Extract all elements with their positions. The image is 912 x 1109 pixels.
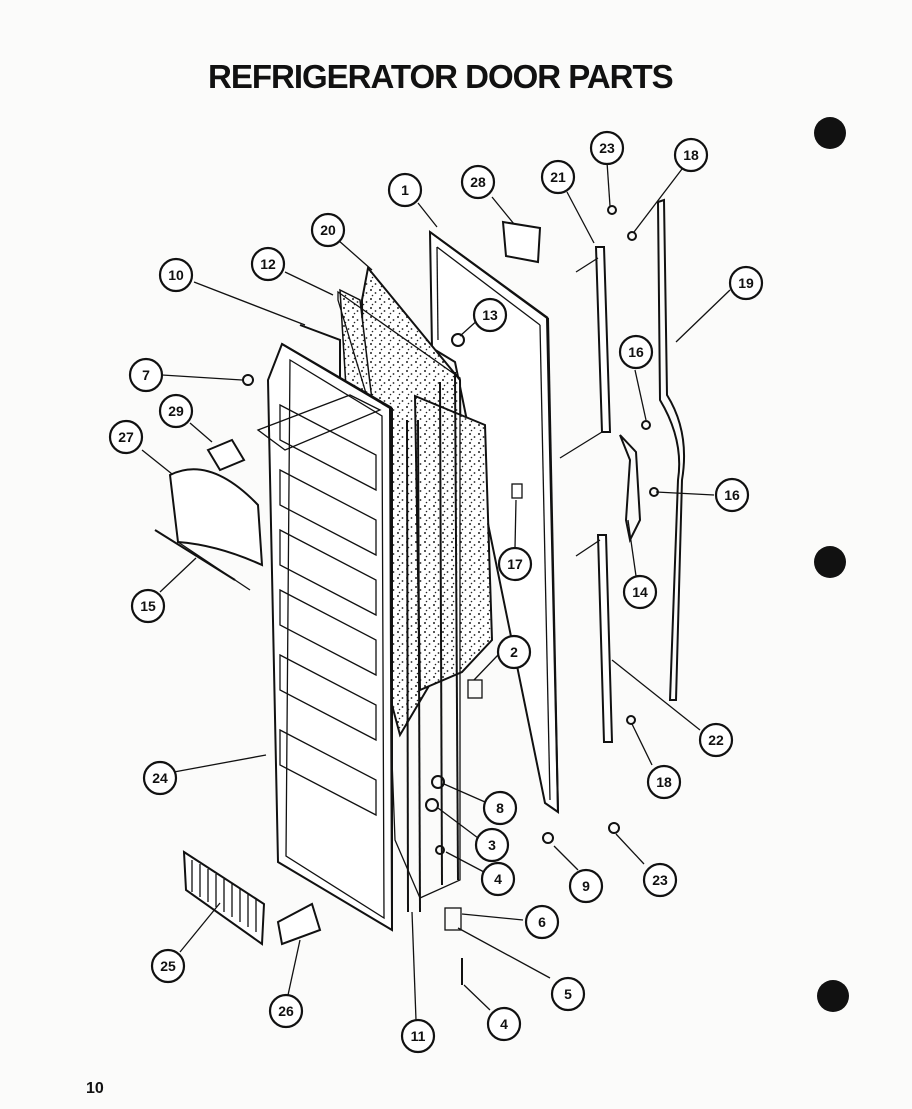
callouts: 1 28 23 21 18 20 12 10 13 19 16 7 29 27 … xyxy=(108,130,764,1054)
door-stop xyxy=(276,902,322,946)
callout-label: 1 xyxy=(401,182,409,198)
callout-1: 1 xyxy=(387,172,423,208)
callout-label: 24 xyxy=(152,770,168,786)
callout-6: 6 xyxy=(524,904,560,940)
callout-label: 7 xyxy=(142,367,150,383)
callout-label: 16 xyxy=(724,487,740,503)
callout-label: 6 xyxy=(538,914,546,930)
callout-18-top: 18 xyxy=(673,137,709,173)
callout-20: 20 xyxy=(310,212,346,248)
inner-door-liner xyxy=(256,342,394,932)
callout-2: 2 xyxy=(496,634,532,670)
callout-label: 23 xyxy=(599,140,615,156)
callout-18-bottom: 18 xyxy=(646,764,682,800)
callout-label: 11 xyxy=(411,1028,426,1044)
callout-17: 17 xyxy=(497,546,533,582)
callout-label: 18 xyxy=(656,774,672,790)
callout-label: 27 xyxy=(118,429,134,445)
callout-28: 28 xyxy=(460,164,496,200)
callout-23-top: 23 xyxy=(589,130,625,166)
callout-label: 14 xyxy=(632,584,648,600)
callout-8: 8 xyxy=(482,790,518,826)
binder-holes xyxy=(814,117,849,1012)
callout-19: 19 xyxy=(728,265,764,301)
callout-label: 20 xyxy=(320,222,336,238)
hardware-parts xyxy=(242,205,659,985)
callout-label: 15 xyxy=(140,598,156,614)
callout-24: 24 xyxy=(142,760,178,796)
hinge-bracket xyxy=(619,434,642,544)
callout-7: 7 xyxy=(128,357,164,393)
door-handle-strip xyxy=(406,371,459,913)
callout-label: 26 xyxy=(278,1003,294,1019)
callout-10: 10 xyxy=(158,257,194,293)
callout-14: 14 xyxy=(622,574,658,610)
callout-label: 3 xyxy=(488,837,496,853)
callout-25: 25 xyxy=(150,948,186,984)
callout-16-mid: 16 xyxy=(714,477,750,513)
callout-29: 29 xyxy=(158,393,194,429)
callout-label: 29 xyxy=(168,403,184,419)
small-tray xyxy=(206,438,246,472)
callout-label: 12 xyxy=(260,256,276,272)
callout-22: 22 xyxy=(698,722,734,758)
callout-4-lower: 4 xyxy=(486,1006,522,1042)
trim-strips xyxy=(559,246,614,743)
callout-label: 8 xyxy=(496,800,504,816)
callout-label: 16 xyxy=(628,344,644,360)
callout-label: 19 xyxy=(738,275,754,291)
cover-plate xyxy=(501,220,542,264)
callout-16-top: 16 xyxy=(618,334,654,370)
callout-23-bottom: 23 xyxy=(642,862,678,898)
callout-3: 3 xyxy=(474,827,510,863)
dispenser-pan xyxy=(154,468,264,591)
callout-label: 22 xyxy=(708,732,724,748)
callout-27: 27 xyxy=(108,419,144,455)
callout-9: 9 xyxy=(568,868,604,904)
callout-label: 21 xyxy=(550,169,566,185)
diagram-title: REFRIGERATOR DOOR PARTS xyxy=(208,58,674,95)
callout-label: 28 xyxy=(470,174,486,190)
callout-label: 10 xyxy=(168,267,184,283)
wire-harness xyxy=(656,198,686,701)
kickplate-grille xyxy=(182,850,266,946)
callout-12: 12 xyxy=(250,246,286,282)
callout-label: 13 xyxy=(482,307,498,323)
callout-label: 25 xyxy=(160,958,176,974)
callout-label: 9 xyxy=(582,878,590,894)
callout-label: 18 xyxy=(683,147,699,163)
leader-lines xyxy=(141,161,731,1021)
page-number: 10 xyxy=(86,1080,104,1097)
callout-label: 17 xyxy=(507,556,523,572)
callout-label: 23 xyxy=(652,872,668,888)
callout-21: 21 xyxy=(540,159,576,195)
callout-label: 4 xyxy=(494,871,502,887)
callout-5: 5 xyxy=(550,976,586,1012)
callout-label: 2 xyxy=(510,644,518,660)
outer-door-panel xyxy=(428,229,560,844)
callout-11: 11 xyxy=(400,1018,436,1054)
callout-13: 13 xyxy=(472,297,508,333)
callout-label: 5 xyxy=(564,986,572,1002)
callout-label: 4 xyxy=(500,1016,508,1032)
callout-4-upper: 4 xyxy=(480,861,516,897)
callout-15: 15 xyxy=(130,588,166,624)
callout-26: 26 xyxy=(268,993,304,1029)
